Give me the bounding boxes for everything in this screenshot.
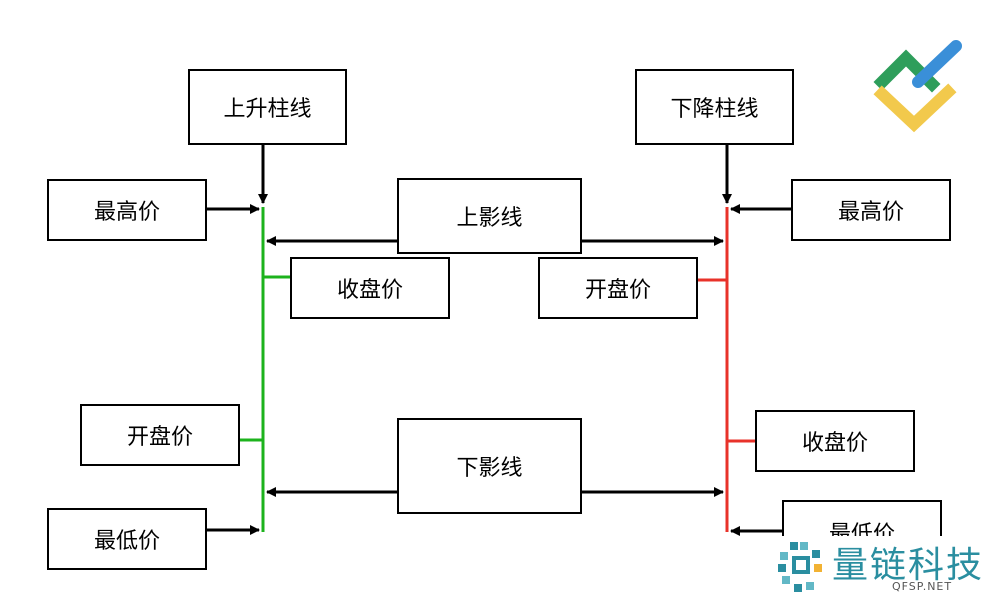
fall-bar-label: 下降柱线 (635, 69, 794, 145)
right-close-price-label: 收盘价 (755, 410, 915, 472)
watermark-title: 量链科技 (832, 545, 985, 586)
watermark: 量链科技 QFSP.NET (774, 536, 996, 598)
watermark-subtitle: QFSP.NET (892, 580, 953, 593)
right-high-price-label: 最高价 (791, 179, 951, 241)
right-open-price-label: 开盘价 (538, 257, 698, 319)
rise-bar-label: 上升柱线 (188, 69, 347, 145)
left-close-price-label: 收盘价 (290, 257, 450, 319)
left-open-price-label: 开盘价 (80, 404, 240, 466)
upper-shadow-label: 上影线 (397, 178, 582, 254)
watermark-logo-icon (778, 542, 822, 592)
left-low-price-label: 最低价 (47, 508, 207, 570)
lower-shadow-label: 下影线 (397, 418, 582, 514)
brand-logo-icon (873, 40, 962, 133)
left-high-price-label: 最高价 (47, 179, 207, 241)
